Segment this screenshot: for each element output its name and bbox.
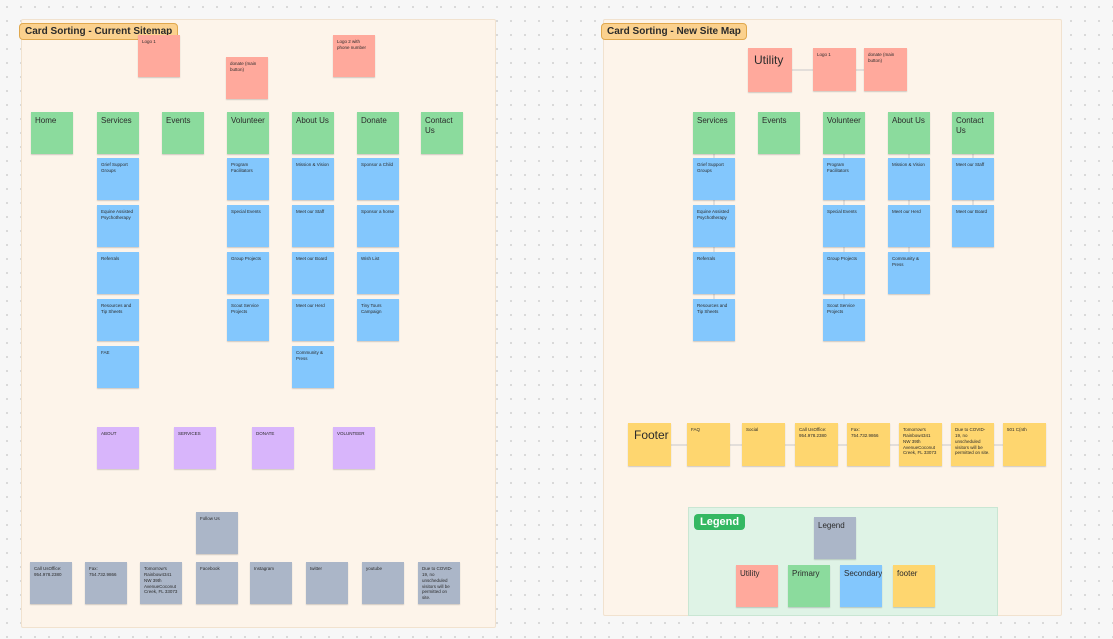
right-services-item[interactable]: Equine Assisted Psychotherapy — [693, 205, 735, 247]
left-about-item[interactable]: Meet our Herd — [292, 299, 334, 341]
right-footer-item[interactable]: Tomorrow's Rainbow4341 NW 39th AvenueCoc… — [899, 423, 942, 466]
legend-title: Legend — [694, 514, 746, 530]
left-bottom-note[interactable]: Facebook — [196, 562, 238, 604]
left-donate-item[interactable]: Wish List — [357, 252, 399, 294]
right-services-item[interactable]: Resources and Tip Sheets — [693, 299, 735, 341]
left-purple-note[interactable]: SERVICES — [174, 427, 216, 469]
right-primary-volunteer[interactable]: Volunteer — [823, 112, 865, 154]
left-services-item[interactable]: Equine Assisted Psychotherapy — [97, 205, 139, 247]
left-services-item[interactable]: FAE — [97, 346, 139, 388]
right-footer-item[interactable]: Fax: 754.732.9866 — [847, 423, 890, 466]
left-donate-item[interactable]: Tiny Tours Campaign — [357, 299, 399, 341]
left-bottom-note[interactable]: Due to COVID-19, no unscheduled visitors… — [418, 562, 460, 604]
left-services-item[interactable]: Grief Support Groups — [97, 158, 139, 200]
left-services-item[interactable]: Referrals — [97, 252, 139, 294]
legend-heading-note[interactable]: Legend — [814, 517, 856, 559]
left-about-item[interactable]: Meet our Board — [292, 252, 334, 294]
legend-primary-note[interactable]: Primary — [788, 565, 830, 607]
left-volunteer-item[interactable]: Scout Service Projects — [227, 299, 269, 341]
left-purple-note[interactable]: ABOUT — [97, 427, 139, 469]
right-about-item[interactable]: Meet our Herd — [888, 205, 930, 247]
left-services-item[interactable]: Resources and Tip Sheets — [97, 299, 139, 341]
left-purple-note[interactable]: DONATE — [252, 427, 294, 469]
right-about-item[interactable]: Community & Press — [888, 252, 930, 294]
new-sitemap-title: Card Sorting - New Site Map — [601, 23, 747, 40]
left-about-item[interactable]: Mission & Vision — [292, 158, 334, 200]
right-about-item[interactable]: Mission & Vision — [888, 158, 930, 200]
legend-secondary-note[interactable]: Secondary — [840, 565, 882, 607]
right-footer-item[interactable]: Due to COVID-19, no unscheduled visitors… — [951, 423, 994, 466]
right-utility-note[interactable]: Utility — [748, 48, 792, 92]
left-logo2-note[interactable]: Logo 2 with phone number — [333, 35, 375, 77]
left-primary-volunteer[interactable]: Volunteer — [227, 112, 269, 154]
left-bottom-note[interactable]: Call UsOffice: 954.978.2380 — [30, 562, 72, 604]
left-purple-note[interactable]: VOLUNTEER — [333, 427, 375, 469]
right-primary-about[interactable]: About Us — [888, 112, 930, 154]
legend-utility-note[interactable]: Utility — [736, 565, 778, 607]
left-bottom-note[interactable]: Fax: 754.732.9866 — [85, 562, 127, 604]
left-donate-item[interactable]: Sponsor a Child — [357, 158, 399, 200]
right-footer-item[interactable]: 501 C(nth — [1003, 423, 1046, 466]
left-about-item[interactable]: Meet our Staff — [292, 205, 334, 247]
left-primary-events[interactable]: Events — [162, 112, 204, 154]
left-bottom-note[interactable]: Instagram — [250, 562, 292, 604]
right-primary-events[interactable]: Events — [758, 112, 800, 154]
left-bottom-note[interactable]: youtube — [362, 562, 404, 604]
right-utility-item[interactable]: Logo 1 — [813, 48, 856, 91]
right-services-item[interactable]: Referrals — [693, 252, 735, 294]
left-primary-services[interactable]: Services — [97, 112, 139, 154]
legend-footer-note[interactable]: footer — [893, 565, 935, 607]
left-follow-us-note[interactable]: Follow Us — [196, 512, 238, 554]
left-donate-item[interactable]: Sponsor a horse — [357, 205, 399, 247]
left-volunteer-item[interactable]: Special Events — [227, 205, 269, 247]
right-primary-contact[interactable]: Contact Us — [952, 112, 994, 154]
right-contact-item[interactable]: Meet our Board — [952, 205, 994, 247]
right-footer-item[interactable]: Social — [742, 423, 785, 466]
left-primary-about[interactable]: About Us — [292, 112, 334, 154]
right-contact-item[interactable]: Meet our Staff — [952, 158, 994, 200]
right-volunteer-item[interactable]: Program Facilitators — [823, 158, 865, 200]
right-footer-note[interactable]: Footer — [628, 423, 671, 466]
right-volunteer-item[interactable]: Special Events — [823, 205, 865, 247]
left-primary-home[interactable]: Home — [31, 112, 73, 154]
left-volunteer-item[interactable]: Group Projects — [227, 252, 269, 294]
left-volunteer-item[interactable]: Program Facilitators — [227, 158, 269, 200]
right-utility-item[interactable]: donate (main button) — [864, 48, 907, 91]
right-footer-item[interactable]: FAQ — [687, 423, 730, 466]
right-services-item[interactable]: Grief Support Groups — [693, 158, 735, 200]
left-about-item[interactable]: Community & Press — [292, 346, 334, 388]
right-volunteer-item[interactable]: Group Projects — [823, 252, 865, 294]
left-logo1-note[interactable]: Logo 1 — [138, 35, 180, 77]
right-primary-services[interactable]: Services — [693, 112, 735, 154]
left-donate-note[interactable]: donate (main button) — [226, 57, 268, 99]
left-bottom-note[interactable]: Tomorrow's Rainbow4341 NW 39th AvenueCoc… — [140, 562, 182, 604]
right-footer-item[interactable]: Call UsOffice: 954.978.2380 — [795, 423, 838, 466]
left-primary-donate[interactable]: Donate — [357, 112, 399, 154]
right-volunteer-item[interactable]: Scout Service Projects — [823, 299, 865, 341]
left-bottom-note[interactable]: twitter — [306, 562, 348, 604]
left-primary-contact[interactable]: Contact Us — [421, 112, 463, 154]
